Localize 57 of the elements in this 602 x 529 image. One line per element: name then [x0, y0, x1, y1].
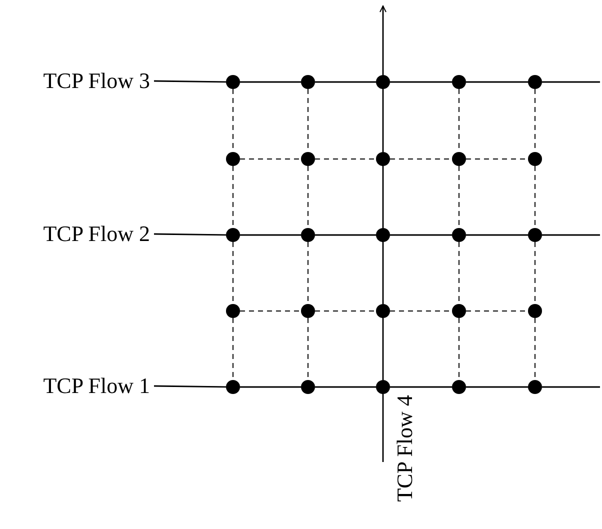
flow-label: TCP Flow 2 [43, 222, 150, 246]
grid-dot [226, 380, 240, 394]
grid-line [542, 234, 600, 236]
grid-dot [528, 304, 542, 318]
grid-dot [376, 380, 390, 394]
grid-line [154, 233, 226, 236]
grid-line [382, 166, 384, 228]
grid-line [240, 158, 302, 160]
grid-dot [226, 304, 240, 318]
grid-dot [301, 304, 315, 318]
grid-dot [528, 75, 542, 89]
grid-dot [301, 228, 315, 242]
grid-dot [376, 304, 390, 318]
grid-line [314, 310, 376, 312]
grid-line [315, 386, 376, 388]
grid-line [466, 234, 528, 236]
axis-label: TCP Flow 4 [393, 395, 417, 502]
grid-dot [452, 228, 466, 242]
grid-dot [452, 152, 466, 166]
axis-arrow [380, 6, 386, 75]
grid-dot [226, 152, 240, 166]
grid-dot [452, 304, 466, 318]
grid-line [240, 81, 301, 83]
grid-dot [301, 75, 315, 89]
grid-line [382, 394, 384, 462]
grid-line [382, 318, 384, 380]
grid-line [315, 234, 376, 236]
grid-line [466, 386, 528, 388]
grid-dot [452, 75, 466, 89]
grid-dot [528, 228, 542, 242]
grid-line [315, 81, 376, 83]
grid-dot [376, 75, 390, 89]
grid-line [390, 234, 452, 236]
grid-dot [301, 380, 315, 394]
grid-dot [376, 152, 390, 166]
grid-dot [376, 228, 390, 242]
grid-line [240, 234, 301, 236]
grid-line [314, 158, 376, 160]
grid-dot [226, 228, 240, 242]
grid-line [240, 310, 302, 312]
grid-line [154, 80, 226, 83]
grid-dot [528, 380, 542, 394]
grid-line [240, 386, 301, 388]
grid-dot [452, 380, 466, 394]
flow-label: TCP Flow 3 [43, 69, 150, 93]
grid-line [382, 242, 384, 304]
flow-label: TCP Flow 1 [43, 374, 150, 398]
grid-line [542, 386, 600, 388]
grid-dot [528, 152, 542, 166]
grid-line [466, 81, 528, 83]
grid-dot [226, 75, 240, 89]
grid-line [390, 81, 452, 83]
grid-line [154, 385, 226, 388]
grid-line [382, 89, 384, 152]
grid-line [542, 81, 600, 83]
grid-dot [301, 152, 315, 166]
grid-line [390, 386, 452, 388]
